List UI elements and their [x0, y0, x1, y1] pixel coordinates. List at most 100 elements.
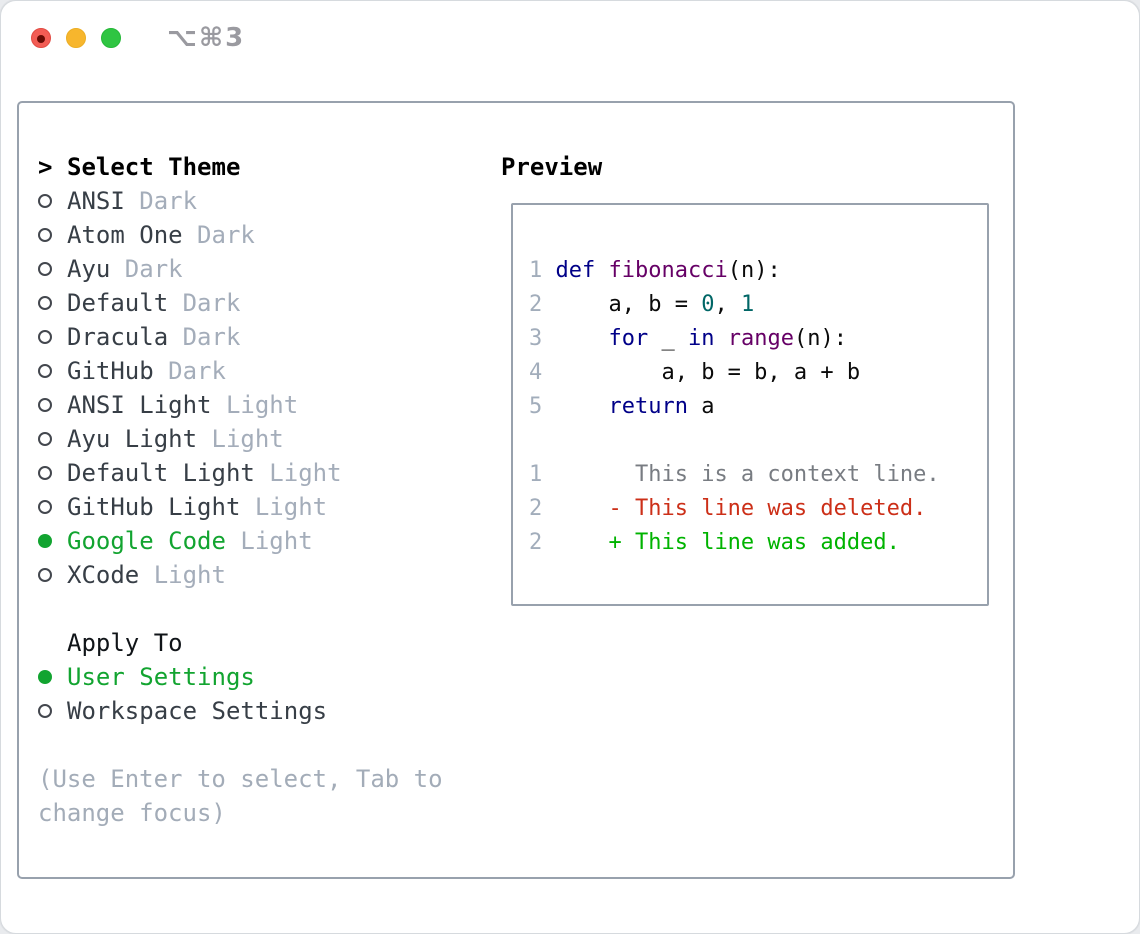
help-text-line-2: change focus) — [38, 799, 226, 827]
apply-to-header: Apply To — [67, 629, 183, 657]
variant-badge: Dark — [110, 255, 183, 283]
code-token-kw: def — [555, 258, 596, 283]
code-token-fn: range — [727, 326, 794, 351]
radio-icon — [38, 364, 52, 378]
radio-icon — [38, 398, 52, 412]
theme-option-label: XCode — [67, 561, 140, 589]
spacer-row — [38, 592, 443, 626]
variant-badge: Dark — [168, 289, 241, 317]
theme-option-label: ANSI Light — [67, 391, 212, 419]
variant-badge: Dark — [168, 323, 241, 351]
theme-option-label: Atom One — [67, 221, 183, 249]
theme-option-label: Ayu — [67, 255, 111, 283]
theme-option-default[interactable]: Default Dark — [38, 286, 443, 320]
theme-option-label: GitHub — [67, 357, 154, 385]
theme-option-ansi[interactable]: ANSI Dark — [38, 184, 443, 218]
line-number: 1 — [529, 258, 556, 283]
code-token-lit: 0 — [701, 292, 715, 317]
radio-icon — [38, 296, 52, 310]
code-token-pln: , — [714, 292, 741, 317]
theme-option-ayu-light[interactable]: Ayu Light Light — [38, 422, 443, 456]
radio-icon — [38, 500, 52, 514]
apply-option-workspace-settings[interactable]: Workspace Settings — [38, 694, 443, 728]
theme-option-dracula[interactable]: Dracula Dark — [38, 320, 443, 354]
theme-option-label: Ayu Light — [67, 425, 198, 453]
code-token-pln — [556, 326, 609, 351]
theme-option-ansi-light[interactable]: ANSI Light Light — [38, 388, 443, 422]
radio-icon — [38, 330, 52, 344]
line-number: 2 — [529, 496, 556, 521]
apply-option-user-settings[interactable]: User Settings — [38, 660, 443, 694]
variant-badge: Light — [225, 527, 313, 555]
theme-option-label: GitHub Light — [67, 493, 241, 521]
theme-option-google-code[interactable]: Google Code Light — [38, 524, 443, 558]
theme-option-github[interactable]: GitHub Dark — [38, 354, 443, 388]
zoom-button[interactable] — [101, 28, 121, 48]
code-token-pln: a — [687, 394, 715, 419]
apply-option-label: Workspace Settings — [67, 697, 328, 725]
spacer-row — [38, 728, 443, 762]
apply-option-label: User Settings — [67, 663, 255, 691]
code-token-pln: _ — [648, 326, 688, 351]
variant-badge: Light — [197, 425, 284, 453]
theme-option-github-light[interactable]: GitHub Light Light — [38, 490, 443, 524]
code-token-pln: a, b = b, a + b — [555, 360, 861, 385]
code-line: 3 for _ in range(n): — [529, 326, 847, 351]
code-line: 2 - This line was deleted. — [529, 496, 926, 521]
line-number: 2 — [529, 292, 556, 317]
close-button[interactable] — [31, 28, 51, 48]
code-token-pln — [595, 258, 608, 283]
code-token-del: - This line was deleted. — [555, 496, 927, 521]
variant-badge: Light — [211, 391, 299, 419]
variant-badge: Dark — [182, 221, 255, 249]
code-token-pln: (n): — [793, 326, 847, 351]
select-theme-header-row: > Select Theme — [38, 150, 443, 184]
code-token-kw: return — [608, 394, 688, 419]
code-line: 5 return a — [529, 394, 714, 419]
radio-selected-icon — [38, 670, 52, 684]
variant-badge: Light — [139, 561, 226, 589]
theme-option-label: Default Light — [67, 459, 255, 487]
code-token-fn: fibonacci — [608, 258, 728, 283]
titlebar: ⌥⌘3 — [1, 1, 1139, 73]
minimize-button[interactable] — [66, 28, 86, 48]
select-theme-header: Select Theme — [67, 153, 241, 181]
radio-selected-icon — [38, 534, 52, 548]
close-button-dot-icon — [37, 35, 45, 43]
preview-pane: 1 def fibonacci(n): 2 a, b = 0, 1 3 for … — [511, 203, 989, 606]
variant-badge: Light — [240, 493, 328, 521]
variant-badge: Dark — [153, 357, 226, 385]
radio-icon — [38, 568, 52, 582]
code-token-pln: (n): — [727, 258, 781, 283]
theme-option-label: Google Code — [67, 527, 226, 555]
line-number: 4 — [529, 360, 556, 385]
radio-icon — [38, 432, 52, 446]
code-token-ctx: This is a context line. — [555, 462, 940, 487]
theme-option-atom-one[interactable]: Atom One Dark — [38, 218, 443, 252]
code-token-add: + This line was added. — [555, 530, 900, 555]
code-line: 1 This is a context line. — [529, 462, 940, 487]
code-token-pln: a, b = — [555, 292, 702, 317]
line-number: 5 — [529, 394, 556, 419]
code-token-kw: in — [687, 326, 715, 351]
theme-option-ayu[interactable]: Ayu Dark — [38, 252, 443, 286]
theme-option-label: Dracula — [67, 323, 169, 351]
theme-option-label: ANSI — [67, 187, 125, 215]
preview-header: Preview — [501, 153, 603, 181]
code-token-lit: 1 — [740, 292, 755, 317]
code-line: 2 a, b = 0, 1 — [529, 292, 754, 317]
apply-to-header-row: Apply To — [38, 626, 443, 660]
help-text-line-1: (Use Enter to select, Tab to — [38, 765, 443, 793]
code-token-kw: for — [608, 326, 649, 351]
variant-badge: Dark — [124, 187, 198, 215]
theme-option-default-light[interactable]: Default Light Light — [38, 456, 443, 490]
preview-code: 1 def fibonacci(n): 2 a, b = 0, 1 3 for … — [513, 205, 987, 560]
theme-option-xcode[interactable]: XCode Light — [38, 558, 443, 592]
variant-badge: Light — [254, 459, 342, 487]
code-line: 1 def fibonacci(n): — [529, 258, 781, 283]
code-token-pln — [714, 326, 727, 351]
